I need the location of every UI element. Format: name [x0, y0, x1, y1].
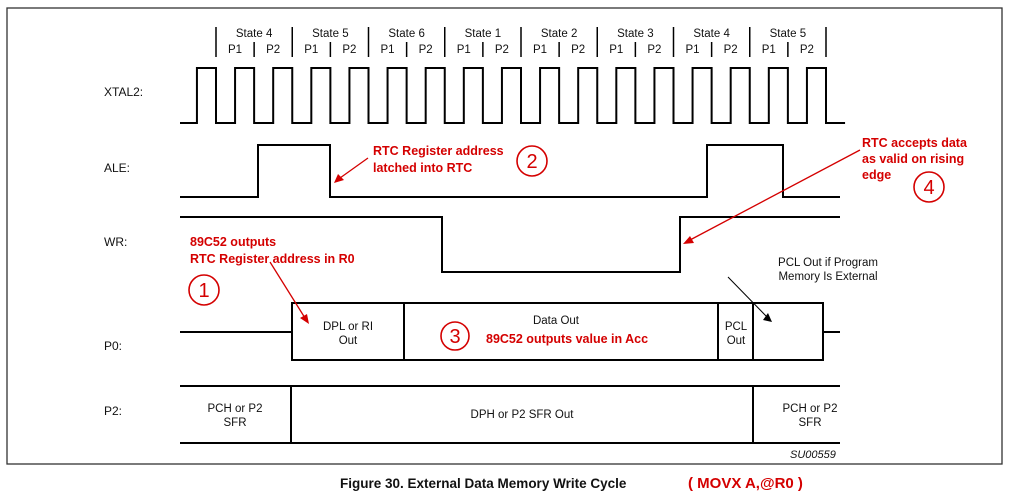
p0-dpl-label-out: Out [339, 335, 358, 347]
annotation-1-text-line2: RTC Register address in R0 [190, 252, 355, 266]
phase-p2-label: P2 [342, 44, 356, 56]
phase-p2-label: P2 [647, 44, 661, 56]
annotation-3-circle [440, 321, 470, 351]
phase-p1-label: P1 [686, 44, 700, 56]
annotation-2-text-line2: latched into RTC [373, 161, 472, 175]
state-name: State 1 [465, 28, 501, 40]
annotation-2-text-line1: RTC Register address [373, 144, 504, 158]
p2-right-label: PCH or P2 [783, 403, 838, 415]
phase-p2-label: P2 [571, 44, 585, 56]
annotation-2-number: 2 [526, 151, 537, 173]
annotation-4-arrowhead [683, 236, 694, 244]
signal-label-xtal2: XTAL2: [104, 85, 143, 99]
annotation-2-arrow [339, 157, 369, 179]
signal-label-wr: WR: [104, 235, 127, 249]
state-name: State 2 [541, 28, 577, 40]
state-header: State 4 P1 P2 State 5 P1 P2 State 6 P1 P2 State 1… [215, 27, 827, 57]
signal-label-p2: P2: [104, 404, 122, 418]
p0-bus [180, 302, 840, 361]
annotation-3-number: 3 [449, 326, 460, 348]
wr-waveform [180, 216, 840, 273]
phase-p2-label: P2 [266, 44, 280, 56]
p2-middle-label: DPH or P2 SFR Out [471, 409, 575, 421]
annotation-3-text: 89C52 outputs value in Acc [486, 332, 648, 346]
p2-bus [180, 385, 840, 444]
ale-waveform [180, 144, 840, 198]
p0-dpl-label: DPL or RI [323, 321, 373, 333]
figure-caption: Figure 30. External Data Memory Write Cy… [340, 476, 627, 491]
p2-right-label-sfr: SFR [799, 417, 822, 429]
annotation-1-arrow [269, 261, 306, 319]
state-name: State 3 [617, 28, 653, 40]
state-name: State 4 [236, 28, 273, 40]
pcl-note-arrowhead [763, 313, 772, 322]
signal-label-ale: ALE: [104, 161, 130, 175]
annotation-4-text-line1: RTC accepts data [862, 136, 968, 150]
phase-p1-label: P1 [381, 44, 395, 56]
phase-p1-label: P1 [304, 44, 318, 56]
state-name: State 5 [770, 28, 806, 40]
phase-p2-label: P2 [495, 44, 509, 56]
state-name: State 6 [388, 28, 424, 40]
figure-id: SU00559 [790, 449, 836, 461]
state-name: State 5 [312, 28, 348, 40]
annotation-4-number: 4 [923, 177, 934, 199]
phase-p1-label: P1 [762, 44, 776, 56]
p0-data-out-label: Data Out [533, 315, 580, 327]
annotation-1-arrowhead [300, 314, 309, 324]
phase-p1-label: P1 [533, 44, 547, 56]
diagram-frame [6, 7, 1003, 465]
p0-pcl-label-out: Out [727, 335, 746, 347]
p2-left-label: PCH or P2 [208, 403, 263, 415]
signal-label-p0: P0: [104, 339, 122, 353]
phase-p2-label: P2 [724, 44, 738, 56]
annotation-1-number: 1 [198, 280, 209, 302]
pcl-note-pointer [727, 276, 769, 319]
annotation-1-text-line1: 89C52 outputs [190, 235, 276, 249]
annotation-2-circle [516, 145, 548, 177]
annotation-4-arrow [689, 149, 861, 241]
xtal2-clock-waveform [180, 67, 846, 124]
figure-caption-instruction: ( MOVX A,@R0 ) [688, 475, 803, 492]
phase-p2-label: P2 [419, 44, 433, 56]
state-name: State 4 [693, 28, 730, 40]
phase-p1-label: P1 [609, 44, 623, 56]
pcl-note-line2: Memory Is External [778, 271, 877, 283]
p0-pcl-label: PCL [725, 321, 748, 333]
annotation-4-circle [913, 171, 945, 203]
phase-p1-label: P1 [457, 44, 471, 56]
p2-left-label-sfr: SFR [224, 417, 247, 429]
annotation-4-text-line3: edge [862, 168, 891, 182]
annotation-4-text-line2: as valid on rising [862, 152, 964, 166]
phase-p2-label: P2 [800, 44, 814, 56]
pcl-note-line1: PCL Out if Program [778, 257, 878, 269]
annotation-2-arrowhead [334, 174, 344, 183]
phase-p1-label: P1 [228, 44, 242, 56]
annotation-1-circle [188, 274, 220, 306]
